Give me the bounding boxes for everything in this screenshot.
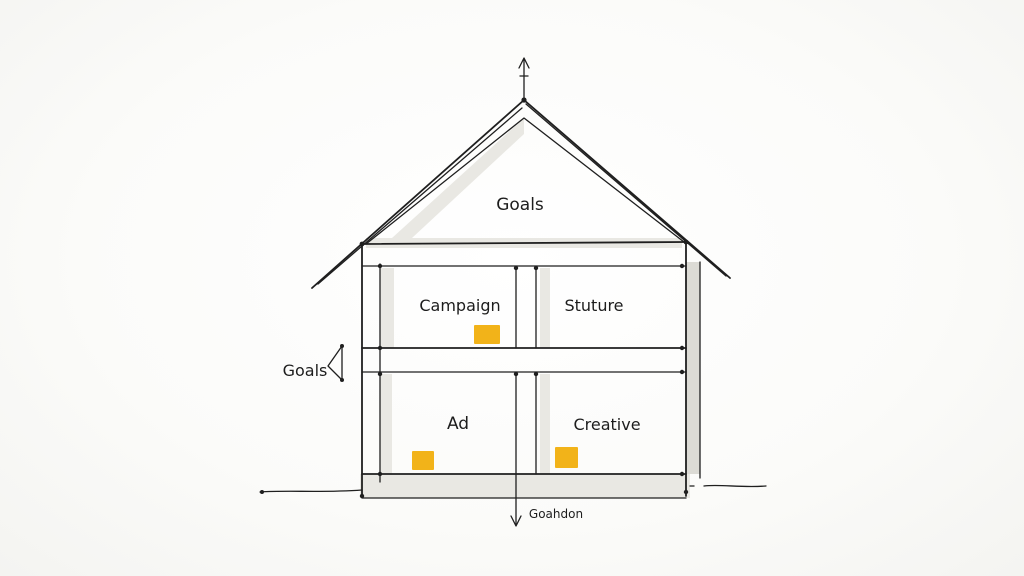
side-arrow-icon [327, 344, 344, 382]
room-label-creative: Creative [573, 415, 640, 434]
room-label-ad: Ad [447, 414, 469, 434]
side-label: Goals [283, 361, 328, 380]
roof-label: Goals [496, 195, 544, 215]
up-arrow-icon [518, 57, 530, 101]
house-shading [360, 118, 700, 498]
house-frame [359, 239, 701, 499]
campaign-marker [474, 325, 500, 344]
highlight-markers [412, 325, 578, 470]
ground-line [259, 484, 767, 494]
room-label-structure: Stuture [564, 296, 623, 315]
roof [311, 97, 731, 289]
ad-marker [412, 451, 434, 470]
creative-marker [555, 447, 578, 468]
down-arrow-icon [510, 473, 522, 527]
ground-label: Goahdon [529, 507, 583, 521]
room-label-campaign: Campaign [419, 296, 500, 315]
